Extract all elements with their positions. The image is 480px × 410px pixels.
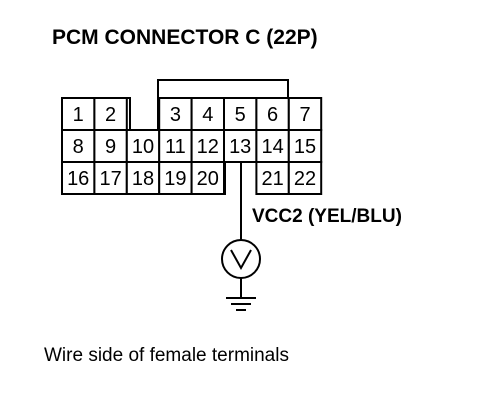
pin-11: 11 bbox=[158, 129, 193, 163]
pin-label: 1 bbox=[73, 104, 84, 126]
pin-13: 13 bbox=[223, 129, 258, 163]
pin-8: 8 bbox=[61, 129, 96, 163]
pin-18: 18 bbox=[125, 161, 161, 195]
pin-21: 21 bbox=[255, 161, 290, 195]
pin-2: 2 bbox=[93, 97, 128, 131]
voltmeter-icon bbox=[221, 239, 261, 279]
pin-cell bbox=[61, 161, 96, 195]
pin-label: 18 bbox=[132, 168, 154, 190]
pin-cell bbox=[93, 97, 128, 131]
pin-cell bbox=[255, 129, 290, 163]
pin-17: 17 bbox=[93, 161, 128, 195]
pin-16: 16 bbox=[61, 161, 96, 195]
ground-icon bbox=[226, 297, 256, 311]
wire-label: VCC2 (YEL/BLU) bbox=[252, 206, 402, 227]
pin-label: 9 bbox=[105, 136, 116, 158]
pin-4: 4 bbox=[190, 97, 226, 131]
pin-label: 5 bbox=[235, 104, 246, 126]
pin-5: 5 bbox=[223, 97, 258, 131]
pin-9: 9 bbox=[93, 129, 128, 163]
caption: Wire side of female terminals bbox=[44, 345, 289, 366]
pin-label: 4 bbox=[202, 104, 213, 126]
connector-title: PCM CONNECTOR C (22P) bbox=[52, 26, 318, 49]
pin-3: 3 bbox=[158, 97, 193, 131]
pin-label: 14 bbox=[261, 136, 283, 158]
pin-label: 11 bbox=[165, 136, 186, 158]
pin-label: 16 bbox=[67, 168, 89, 190]
pin-label: 6 bbox=[267, 104, 278, 126]
pin-7: 7 bbox=[287, 97, 323, 131]
pin-20: 20 bbox=[190, 161, 226, 195]
pin-cell bbox=[158, 161, 193, 195]
connector-lock-tab bbox=[157, 79, 289, 98]
pin-cell bbox=[190, 161, 226, 195]
pin-label: 7 bbox=[299, 104, 310, 126]
pin-cell bbox=[93, 161, 128, 195]
pin-label: 12 bbox=[197, 136, 219, 158]
pin-cell bbox=[255, 161, 290, 195]
pin-label: 21 bbox=[261, 168, 283, 190]
pin-cell bbox=[287, 97, 323, 131]
pin-label: 20 bbox=[197, 168, 219, 190]
pin-label: 10 bbox=[132, 136, 154, 158]
pin-label: 17 bbox=[99, 168, 121, 190]
pin-label: 3 bbox=[170, 104, 181, 126]
pin-cell bbox=[287, 129, 323, 163]
pin-1: 1 bbox=[61, 97, 96, 131]
pin-cell bbox=[287, 161, 323, 195]
pin-label: 8 bbox=[73, 136, 84, 158]
pin-cell bbox=[158, 129, 193, 163]
pin-label: 2 bbox=[105, 104, 116, 126]
pin-15: 15 bbox=[287, 129, 323, 163]
pin-12: 12 bbox=[190, 129, 226, 163]
pin-label: 15 bbox=[294, 136, 316, 158]
pin-14: 14 bbox=[255, 129, 290, 163]
pin-label: 19 bbox=[164, 168, 186, 190]
pin-label: 22 bbox=[294, 168, 316, 190]
pin-label: 13 bbox=[229, 136, 251, 158]
pin-19: 19 bbox=[158, 161, 193, 195]
pin-6: 6 bbox=[255, 97, 290, 131]
pin-10: 10 bbox=[125, 129, 161, 163]
pin-22: 22 bbox=[287, 161, 323, 195]
